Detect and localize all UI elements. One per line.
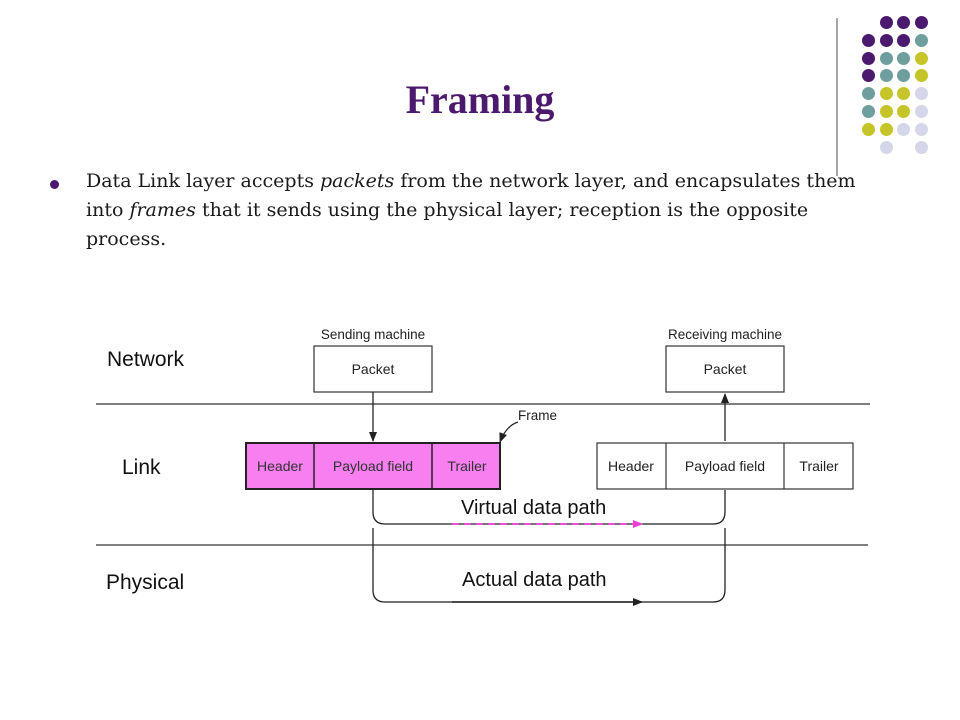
decorative-dot (897, 87, 911, 101)
decorative-dot (879, 122, 893, 136)
decorative-dot (897, 51, 911, 65)
decorative-dot (861, 33, 875, 47)
decorative-dot (879, 16, 893, 29)
receiving-packet-label: Packet (704, 361, 747, 377)
decorative-dot (915, 51, 929, 65)
decorative-dot (915, 69, 929, 83)
receiving-frame-header: Header (608, 458, 654, 474)
decorative-dot (861, 69, 875, 83)
layer-label-network: Network (107, 348, 185, 371)
bullet-text-part: that it sends using the physical layer; … (86, 199, 809, 250)
decorative-dot (861, 122, 875, 136)
sending-machine-label: Sending machine (321, 327, 425, 342)
layer-label-link: Link (122, 456, 161, 479)
slide-title: Framing (405, 77, 555, 122)
decorative-dot (879, 51, 893, 65)
frame-callout-arrow (499, 421, 519, 443)
decorative-dot (915, 140, 929, 154)
decorative-dot (861, 105, 875, 118)
decorative-dot (915, 87, 929, 101)
decorative-dot (915, 33, 929, 47)
decorative-dot (861, 51, 875, 65)
decorative-divider (836, 18, 838, 176)
decorative-dot (879, 69, 893, 83)
frame-callout-label: Frame (518, 408, 557, 423)
decorative-dot (879, 33, 893, 47)
layer-label-physical: Physical (106, 571, 184, 594)
bullet-text-part: from the network layer, and encapsulates… (86, 170, 856, 221)
sending-frame-trailer: Trailer (447, 458, 486, 474)
virtual-path-label: Virtual data path (461, 497, 606, 519)
decorative-dot (879, 87, 893, 101)
sending-frame-header: Header (257, 458, 303, 474)
sending-packet-label: Packet (352, 361, 395, 377)
sending-frame-payload: Payload field (333, 458, 413, 474)
decorative-dot (915, 105, 929, 118)
receiving-machine-label: Receiving machine (668, 327, 782, 342)
bullet-text: Data Link layer accepts packets from the… (86, 167, 856, 254)
bullet-emphasis-packets: packets (320, 170, 395, 192)
actual-path-label: Actual data path (462, 569, 607, 591)
decorative-dot (897, 16, 911, 29)
decorative-dot (879, 105, 893, 118)
bullet-icon (50, 180, 59, 189)
decorative-dot (915, 122, 929, 136)
decorative-dot (915, 16, 929, 29)
decorative-dot (897, 69, 911, 83)
decorative-dot (879, 140, 893, 154)
sending-packet-box (313, 345, 433, 393)
receiving-packet-box (665, 345, 785, 393)
bullet-emphasis-frames: frames (129, 199, 196, 221)
sending-frame (245, 442, 501, 490)
receiving-frame-trailer: Trailer (799, 458, 838, 474)
decorative-dot (897, 33, 911, 47)
decorative-dot (897, 122, 911, 136)
decorative-dot (861, 87, 875, 101)
receiving-frame-payload: Payload field (685, 458, 765, 474)
decorative-dot (897, 105, 911, 118)
bullet-text-part: Data Link layer accepts (86, 170, 320, 192)
receiving-frame (596, 442, 854, 490)
